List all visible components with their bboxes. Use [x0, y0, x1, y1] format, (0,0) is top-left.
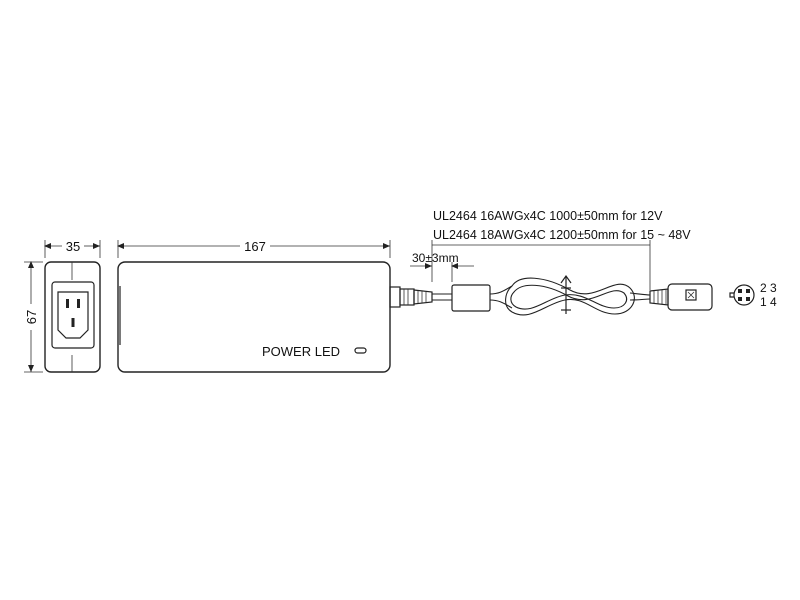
dimension-cable-length: UL2464 16AWGx4C 1000±50mm for 12V UL2464… — [431, 209, 691, 290]
cable-assembly — [389, 274, 713, 316]
dim-35-label: 35 — [66, 239, 80, 254]
power-led-label: POWER LED — [262, 344, 340, 359]
adapter-body: POWER LED — [117, 261, 391, 373]
pin-labels-bottom: 1 4 — [760, 295, 777, 309]
pin-labels-top: 2 3 — [760, 281, 777, 295]
dimension-67: 67 — [24, 261, 43, 373]
cable-spec-line2: UL2464 18AWGx4C 1200±50mm for 15 ~ 48V — [433, 228, 691, 242]
dimension-30mm: 30±3mm — [410, 251, 474, 282]
connector-pin-face: 2 3 1 4 — [729, 281, 777, 309]
dim-67-label: 67 — [24, 310, 39, 324]
dimension-167: 167 — [117, 239, 391, 258]
dimension-35: 35 — [44, 239, 101, 258]
dim-167-label: 167 — [244, 239, 266, 254]
side-view — [44, 261, 101, 373]
power-led-indicator — [354, 347, 367, 354]
dim-30mm-label: 30±3mm — [412, 251, 459, 265]
cable-spec-line1: UL2464 16AWGx4C 1000±50mm for 12V — [433, 209, 663, 223]
din-connector — [667, 283, 713, 311]
ferrite-core — [451, 284, 491, 312]
iec-inlet — [51, 281, 95, 349]
